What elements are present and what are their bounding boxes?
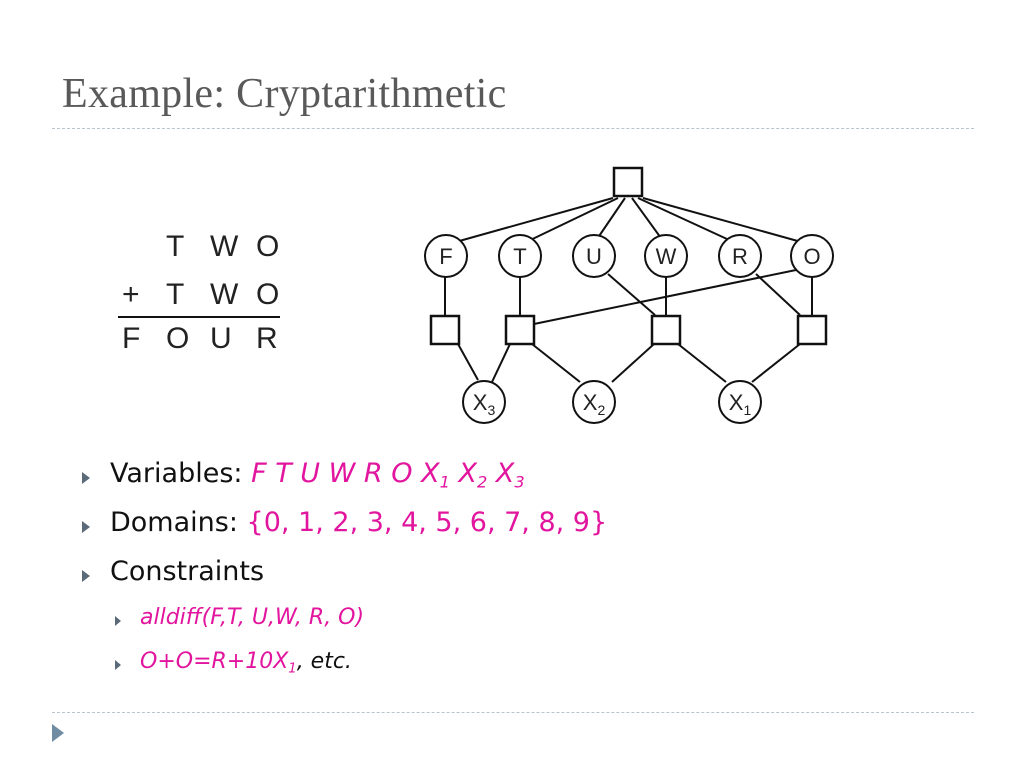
- page-title: Example: Cryptarithmetic: [62, 71, 507, 117]
- puzzle-row1-letter: O: [256, 230, 280, 263]
- alldiff-constraint-box: [612, 166, 644, 198]
- carry-label: X2: [583, 390, 606, 418]
- carry-label: X1: [729, 390, 752, 418]
- carry-node: [718, 380, 762, 424]
- puzzle-operator: +: [122, 278, 140, 311]
- constraint-equation: O+O=R+10X1, etc.: [140, 649, 352, 677]
- var-x1: X1: [421, 458, 450, 492]
- variable-node: [424, 234, 468, 278]
- variable-label: W: [656, 244, 677, 269]
- puzzle-row2-letter: T: [166, 278, 185, 311]
- variable-label: F: [439, 244, 452, 269]
- carry-node: [572, 380, 616, 424]
- puzzle-row2-letter: W: [210, 278, 239, 311]
- sub-bullet-triangle-icon: [115, 616, 121, 626]
- variable-label: T: [513, 244, 526, 269]
- constraint-box: [429, 314, 461, 346]
- bullet-constraints: Constraints: [110, 556, 265, 587]
- bullet-variables: Variables: F T U W R O X1 X2 X3: [110, 458, 525, 492]
- domains-label: Domains:: [110, 507, 238, 538]
- cryptarithm-puzzle: T W O + T W O F O U R: [110, 226, 300, 356]
- puzzle-sum-line: [118, 316, 280, 318]
- equation-tail: , etc.: [296, 649, 352, 674]
- variables-value: F T U W R O X1 X2 X3: [251, 458, 525, 492]
- variable-node: [572, 234, 616, 278]
- variable-node: [644, 234, 688, 278]
- constraint-box: [504, 314, 536, 346]
- var-x2: X2: [458, 458, 488, 492]
- domains-value: {0, 1, 2, 3, 4, 5, 6, 7, 8, 9}: [246, 507, 608, 538]
- constraint-alldiff: alldiff(F,T, U,W, R, O): [140, 605, 365, 630]
- var-x3: X3: [495, 458, 525, 492]
- puzzle-row1-letter: W: [210, 230, 239, 263]
- bullet-triangle-icon: [82, 472, 90, 484]
- puzzle-row2-letter: O: [256, 278, 280, 311]
- footer-divider: [52, 712, 974, 713]
- puzzle-result-letter: F: [122, 322, 141, 355]
- variable-node: [718, 234, 762, 278]
- next-slide-arrow-icon[interactable]: [52, 724, 64, 742]
- bullet-triangle-icon: [82, 570, 90, 582]
- puzzle-result-letter: U: [210, 322, 232, 355]
- bullet-triangle-icon: [82, 521, 90, 533]
- sub-bullet-triangle-icon: [115, 660, 121, 670]
- puzzle-row1-letter: T: [166, 230, 185, 263]
- carry-label: X3: [473, 390, 496, 418]
- equation-main: O+O=R+10X1: [140, 649, 297, 677]
- constraint-graph: F T U W R O X3 X2 X1: [424, 166, 834, 424]
- variable-node: [498, 234, 542, 278]
- variable-label: O: [803, 244, 820, 269]
- constraint-box: [650, 314, 682, 346]
- puzzle-result-letter: O: [166, 322, 190, 355]
- variable-node: [790, 234, 834, 278]
- title-divider: [52, 128, 974, 129]
- puzzle-result-letter: R: [256, 322, 278, 355]
- carry-node: [462, 380, 506, 424]
- bullet-domains: Domains: {0, 1, 2, 3, 4, 5, 6, 7, 8, 9}: [110, 507, 607, 538]
- variables-letters: F T U W R O: [251, 458, 413, 489]
- variable-label: R: [732, 244, 748, 269]
- variable-label: U: [586, 244, 602, 269]
- variables-label: Variables:: [110, 458, 243, 489]
- constraint-box: [796, 314, 828, 346]
